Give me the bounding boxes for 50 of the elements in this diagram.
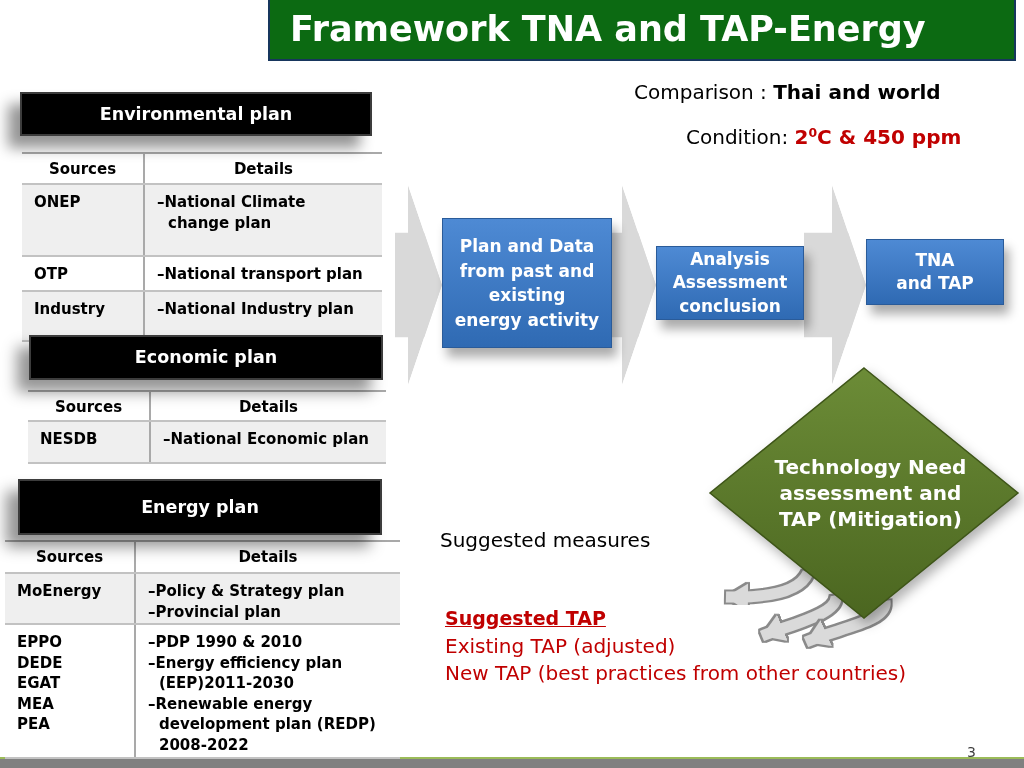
slide-title: Framework TNA and TAP-Energy [290, 10, 926, 49]
chevron-arrow [804, 185, 866, 385]
page-number: 3 [967, 744, 976, 761]
plan-detail: –Provincial plan [148, 601, 282, 622]
source-agency: ONEP [34, 192, 82, 213]
column-header: Details [237, 397, 300, 418]
plan-detail: –National Industry plan [157, 299, 355, 320]
column-header: Sources [34, 547, 105, 568]
process-label: TNA and TAP [895, 248, 975, 295]
tap-item: Existing TAP (adjusted) [445, 634, 676, 658]
source-agency: PEA [17, 714, 51, 735]
chevron-arrow [612, 185, 656, 385]
condition-note: Condition: 2$^{0}$C & 450 ppm [686, 125, 962, 149]
diamond-label: Technology Need assessment and TAP (Mitigation) [773, 454, 968, 532]
section-title: Energy plan [141, 496, 259, 518]
section-title: Environmental plan [99, 103, 293, 125]
plan-detail: –Policy & Strategy plan [148, 581, 346, 602]
source-agency: DEDE [17, 652, 64, 673]
section-title: Economic plan [134, 347, 278, 368]
process-label: Analysis Assessment conclusion [671, 247, 789, 318]
column-header: Sources [53, 397, 124, 418]
suggested-measures-caption: Suggested measures [440, 528, 651, 552]
process-box [442, 218, 612, 348]
column-header: Details [232, 159, 295, 180]
plan-detail: –PDP 1990 & 2010 [148, 632, 304, 653]
process-box [866, 239, 1004, 305]
tap-item: New TAP (best practices from other countries) [445, 661, 907, 685]
source-agency: EGAT [17, 673, 62, 694]
section-header-bar [20, 92, 372, 136]
column-header: Sources [47, 159, 118, 180]
comparison-note: Comparison : Thai and world [634, 80, 941, 104]
plan-detail: –Renewable energy development plan (REDP) 2008-2022 [148, 693, 377, 755]
plan-detail: –Energy efficiency plan (EEP)2011-2030 [148, 652, 344, 694]
process-box [656, 246, 804, 320]
column-header: Details [237, 547, 299, 568]
diamond-shape [710, 368, 1018, 618]
source-agency: NESDB [40, 429, 99, 450]
process-label: Plan and Data from past and existing energy activity [453, 235, 601, 332]
source-agency: Industry [34, 299, 106, 320]
source-agency: EPPO [17, 632, 63, 653]
tap-heading: Suggested TAP [445, 607, 606, 630]
chevron-arrow [395, 185, 442, 385]
source-agency: MEA [17, 693, 55, 714]
section-header-bar [18, 479, 382, 535]
plan-detail: –National Economic plan [163, 429, 370, 450]
plan-detail: –National transport plan [157, 264, 364, 285]
plan-detail: –National Climate change plan [157, 192, 307, 233]
source-agency: MoEnergy [17, 581, 103, 602]
source-agency: OTP [34, 264, 69, 285]
section-header-bar [29, 335, 383, 380]
